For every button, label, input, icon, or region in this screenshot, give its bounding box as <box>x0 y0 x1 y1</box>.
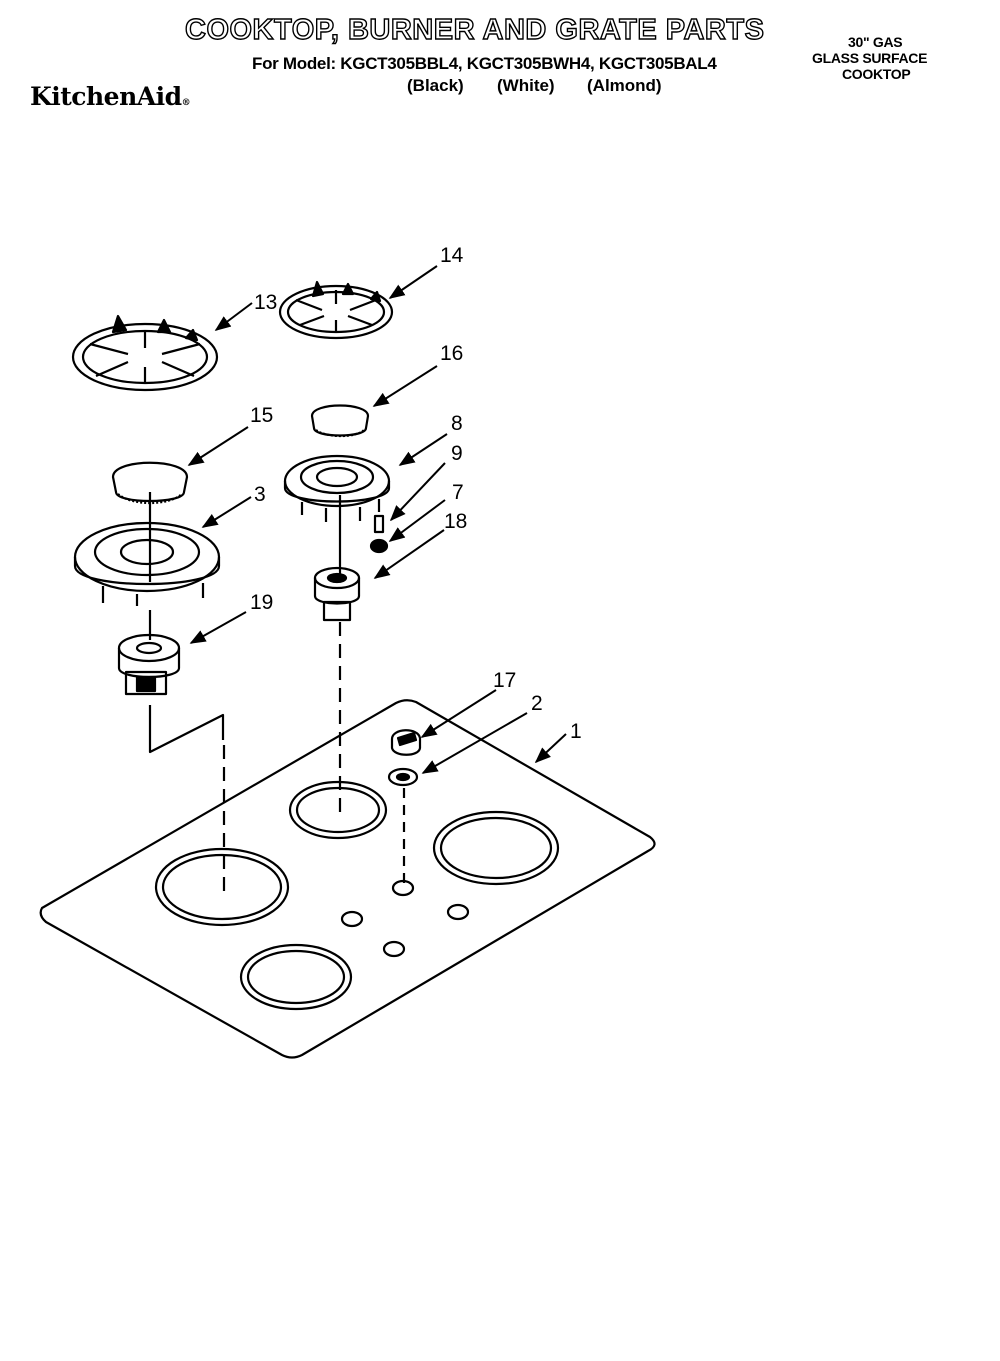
callout-18: 18 <box>444 510 467 533</box>
spec-size: 30" GAS <box>848 34 903 50</box>
callout-19: 19 <box>250 591 273 614</box>
spec-type: COOKTOP <box>842 66 911 82</box>
page-title: COOKTOP, BURNER AND GRATE PARTS <box>184 13 765 46</box>
large-burner-head <box>117 633 181 696</box>
spark-electrode <box>373 514 385 534</box>
callout-16: 16 <box>440 342 463 365</box>
small-burner-head <box>313 566 361 622</box>
knob-seal <box>387 767 419 787</box>
callout-7: 7 <box>452 481 464 504</box>
brand-logo: KitchenAid® <box>30 82 191 111</box>
glass-cooktop <box>39 699 656 1059</box>
model-color-black: (Black) <box>407 76 464 95</box>
small-burner-base <box>283 454 391 522</box>
callout-1: 1 <box>570 720 582 743</box>
brand-registered-mark: ® <box>181 98 191 108</box>
callout-3: 3 <box>254 483 266 506</box>
small-grate <box>278 280 394 340</box>
model-color-white: (White) <box>497 76 555 95</box>
callout-8: 8 <box>451 412 463 435</box>
assembly-lines <box>148 492 406 892</box>
leader-arrows <box>187 265 567 774</box>
spec-surface: GLASS SURFACE <box>812 50 928 66</box>
callout-13: 13 <box>254 291 277 314</box>
callout-17: 17 <box>493 669 516 692</box>
callout-9: 9 <box>451 442 463 465</box>
large-grate <box>71 314 219 392</box>
model-numbers: For Model: KGCT305BBL4, KGCT305BWH4, KGC… <box>252 54 717 73</box>
brand-name: KitchenAid <box>30 82 182 111</box>
control-knob <box>390 729 422 756</box>
callout-2: 2 <box>531 692 543 715</box>
grommet <box>369 538 389 554</box>
small-burner-cap <box>310 404 370 438</box>
callout-labels: 14 13 16 15 8 9 3 7 18 19 17 2 1 <box>250 244 582 743</box>
callout-15: 15 <box>250 404 273 427</box>
large-burner-base <box>73 521 221 606</box>
callout-14: 14 <box>440 244 464 267</box>
model-color-almond: (Almond) <box>587 76 662 95</box>
